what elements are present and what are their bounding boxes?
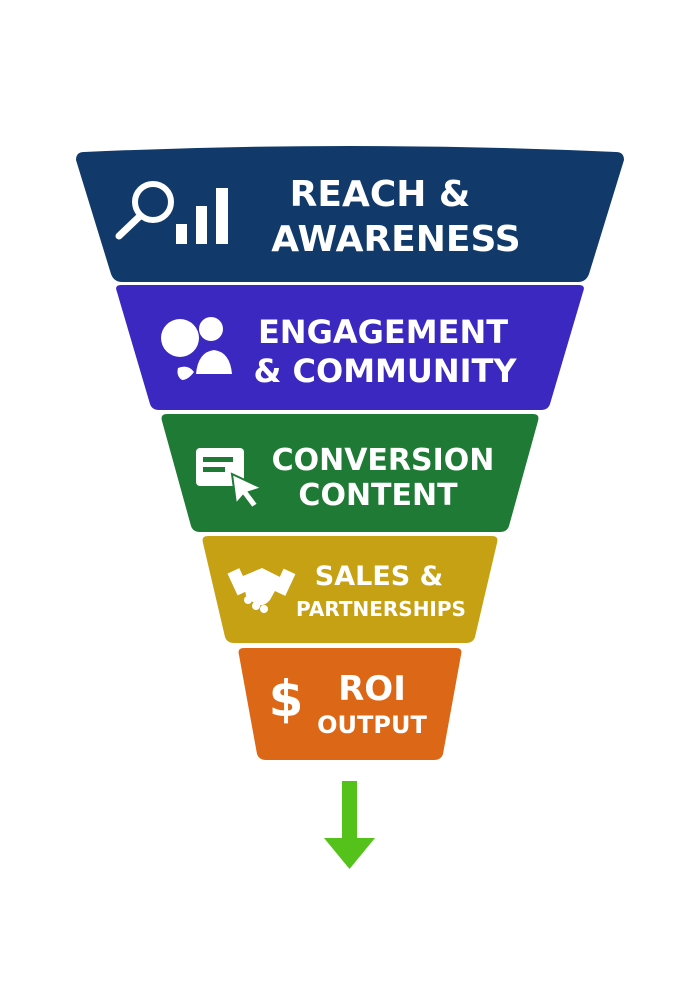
funnel-stage-sales-partnerships: SALES & PARTNERSHIPS bbox=[202, 536, 498, 643]
funnel-stage-conversion-content: CONVERSION CONTENT bbox=[161, 414, 539, 532]
stage-label-roi-line1: ROI bbox=[338, 669, 406, 709]
stage-label-reach-line1: REACH & bbox=[290, 174, 471, 215]
stage-label-sales-line2: PARTNERSHIPS bbox=[296, 597, 466, 621]
stage-band-roi-output bbox=[238, 648, 462, 760]
stage-label-conversion-line1: CONVERSION bbox=[272, 443, 495, 478]
funnel-stage-roi-output: $ ROI OUTPUT bbox=[238, 648, 462, 760]
funnel-stage-engagement-community: ENGAGEMENT & COMMUNITY bbox=[116, 285, 584, 410]
stage-band-sales-partnerships bbox=[202, 536, 498, 643]
stage-band-engagement-community bbox=[116, 285, 584, 410]
stage-label-roi-line2: OUTPUT bbox=[317, 711, 427, 739]
stage-label-engagement-line2: & COMMUNITY bbox=[253, 352, 517, 390]
stage-label-conversion-line2: CONTENT bbox=[298, 478, 458, 513]
stage-label-sales-line1: SALES & bbox=[315, 561, 443, 592]
dollar-icon: $ bbox=[269, 670, 304, 728]
arrow-down-icon bbox=[324, 781, 375, 869]
funnel-stage-reach-awareness: REACH & AWARENESS bbox=[76, 146, 624, 282]
community-icon bbox=[161, 317, 232, 380]
stage-label-engagement-line1: ENGAGEMENT bbox=[258, 313, 508, 351]
stage-band-reach-awareness bbox=[76, 146, 624, 282]
stage-label-reach-line2: AWARENESS bbox=[271, 219, 520, 260]
form-click-icon bbox=[196, 448, 265, 510]
handshake-icon bbox=[227, 568, 296, 613]
search-chart-icon bbox=[115, 181, 228, 244]
